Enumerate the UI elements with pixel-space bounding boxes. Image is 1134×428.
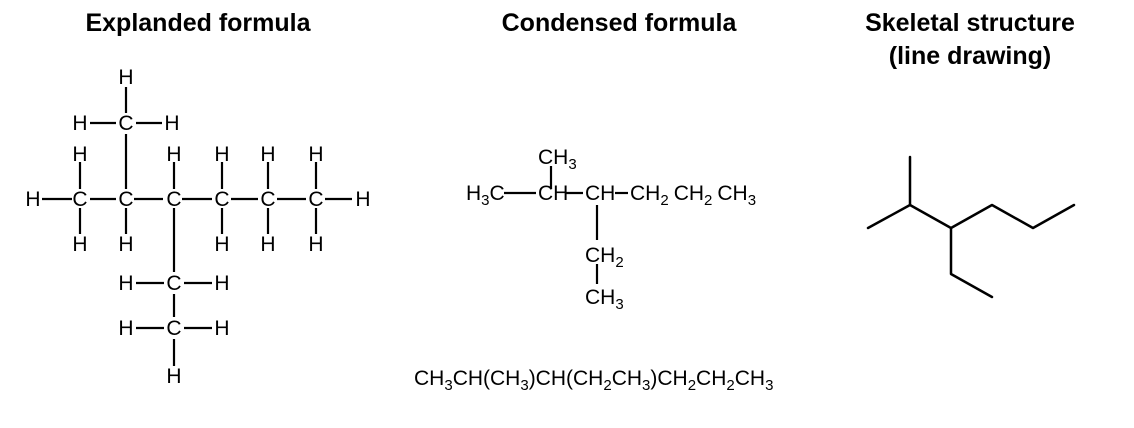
atom-carbon: C — [118, 112, 133, 135]
ch2-b-main: CH — [674, 182, 704, 205]
h3c-main: H — [466, 182, 481, 205]
atom-hydrogen: H — [118, 317, 133, 340]
skeletal-ethyl-branch — [949, 226, 994, 299]
atom-hydrogen: H — [72, 112, 87, 135]
ch3-branch-subscript: 3 — [615, 296, 623, 313]
atom-carbon: C — [72, 188, 87, 211]
linear-formula-subscript: 3 — [765, 377, 773, 394]
linear-formula-subscript: 3 — [444, 377, 452, 394]
ch2-branch: CH2 — [585, 244, 624, 271]
atom-hydrogen: H — [308, 233, 323, 256]
atom-hydrogen: H — [118, 272, 133, 295]
h3c-tail: C — [490, 182, 505, 205]
atom-carbon: C — [214, 188, 229, 211]
skeletal-main-chain — [866, 203, 1076, 230]
linear-formula-subscript: 2 — [688, 377, 696, 394]
ch3-end-main: CH — [717, 182, 747, 205]
atom-carbon: C — [260, 188, 275, 211]
condensed-bonds — [504, 166, 628, 284]
heading-line-drawing: (line drawing) — [889, 42, 1052, 70]
atom-carbon: C — [308, 188, 323, 211]
atom-hydrogen: H — [118, 66, 133, 89]
atom-carbon: C — [118, 188, 133, 211]
atom-hydrogen: H — [166, 143, 181, 166]
atom-hydrogen: H — [214, 272, 229, 295]
linear-formula-segment: CH — [612, 367, 642, 390]
linear-formula-subscript: 3 — [520, 377, 528, 394]
ch3-branch: CH3 — [585, 286, 624, 313]
h3c-subscript: 3 — [481, 192, 489, 209]
linear-formula-subscript: 2 — [726, 377, 734, 394]
ch2-b-subscript: 2 — [704, 192, 712, 209]
atom-hydrogen: H — [260, 233, 275, 256]
methyl-subscript: 3 — [568, 156, 576, 173]
atom-hydrogen: H — [214, 233, 229, 256]
methyl-main: CH — [538, 146, 568, 169]
expanded-formula: H C C C C C C H H H H H H H H H H H H H … — [25, 66, 370, 388]
methyl-group-top: CH3 — [538, 146, 577, 173]
ch2-branch-main: CH — [585, 244, 615, 267]
atom-hydrogen: H — [25, 188, 40, 211]
atom-hydrogen: H — [214, 317, 229, 340]
heading-skeletal-structure: Skeletal structure — [865, 9, 1075, 37]
expanded-bonds — [42, 87, 352, 366]
ch3-branch-main: CH — [585, 286, 615, 309]
ch2-a-subscript: 2 — [660, 192, 668, 209]
atom-hydrogen: H — [260, 143, 275, 166]
linear-formula-segment: CH — [696, 367, 726, 390]
atom-hydrogen: H — [308, 143, 323, 166]
atom-hydrogen: H — [72, 143, 87, 166]
atom-carbon: C — [166, 188, 181, 211]
skeletal-structure — [866, 155, 1076, 299]
atom-hydrogen: H — [164, 112, 179, 135]
atom-hydrogen: H — [118, 233, 133, 256]
atom-hydrogen: H — [72, 233, 87, 256]
linear-formula-segment: )CH(CH — [529, 367, 604, 390]
linear-formula-segment: CH(CH — [453, 367, 521, 390]
ch2-a-main: CH — [630, 182, 660, 205]
atom-carbon: C — [166, 272, 181, 295]
linear-formula-segment: CH — [735, 367, 765, 390]
linear-formula-segment: )CH — [650, 367, 687, 390]
linear-condensed-formula: CH3CH(CH3)CH(CH2CH3)CH2CH2CH3 — [414, 367, 773, 394]
atom-hydrogen: H — [166, 365, 181, 388]
linear-formula-subscript: 3 — [642, 377, 650, 394]
atom-hydrogen: H — [214, 143, 229, 166]
heading-expanded-formula: Explanded formula — [85, 9, 311, 37]
heading-condensed-formula: Condensed formula — [502, 9, 738, 37]
atom-carbon: C — [166, 317, 181, 340]
atom-hydrogen: H — [355, 188, 370, 211]
ch2-branch-subscript: 2 — [615, 254, 623, 271]
expanded-atoms: H C C C C C C H H H H H H H H H H H H H … — [25, 66, 370, 388]
ch3-end-subscript: 3 — [748, 192, 756, 209]
h3c-group: H3C — [466, 182, 505, 209]
ch-group-second: CH — [585, 182, 615, 205]
ch-group-first: CH — [538, 182, 568, 205]
linear-formula-subscript: 2 — [603, 377, 611, 394]
linear-formula-segment: CH — [414, 367, 444, 390]
